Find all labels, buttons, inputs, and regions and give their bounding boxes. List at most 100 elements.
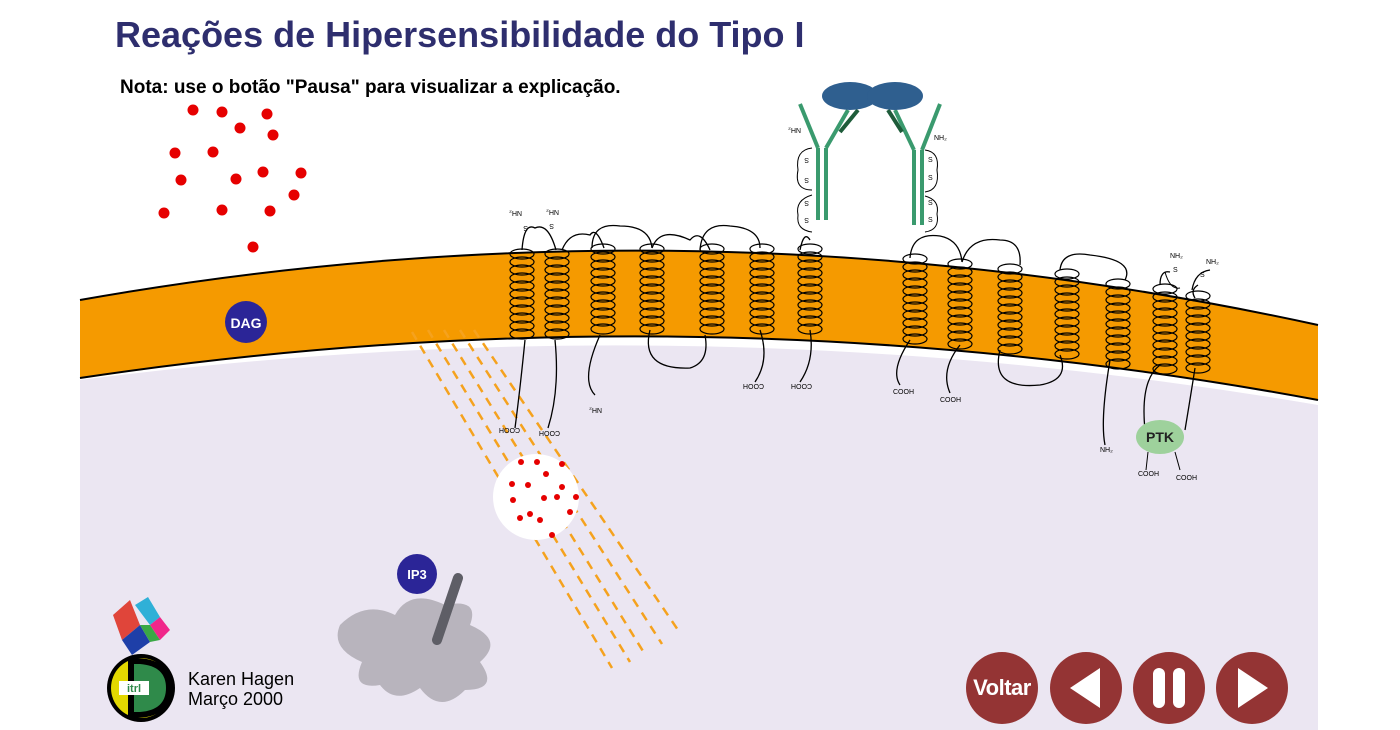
label-nh2-4: NH₂ (546, 208, 559, 215)
helix-coil (997, 335, 1023, 347)
helix-coil (1054, 308, 1080, 320)
helix-coil (947, 298, 973, 310)
mediator-dot (257, 166, 269, 178)
helix-coil (1152, 355, 1178, 367)
helix-coil (544, 296, 570, 308)
helix-coil (1054, 332, 1080, 344)
helix-coil (1105, 294, 1131, 306)
helix-coil (1185, 314, 1211, 326)
helix-coil (1054, 268, 1080, 280)
label-s-2: S (549, 222, 554, 229)
helix-coil (544, 280, 570, 292)
mediator-dot (158, 207, 170, 219)
membrane-outer-edge (79, 249, 1319, 326)
helix-coil (1185, 362, 1211, 374)
label-nh2-8: NH₂ (934, 135, 947, 142)
triangle-right-icon (1238, 668, 1268, 708)
helix-coil (902, 293, 928, 305)
helix-coil (797, 275, 823, 287)
ptk-label: PTK (1146, 429, 1174, 445)
author-name: Karen Hagen (188, 669, 295, 689)
helix-coil (947, 322, 973, 334)
mediator-dot (207, 146, 219, 158)
helix-coil (947, 338, 973, 350)
label-s-8: S (804, 216, 809, 223)
ip3-badge (397, 554, 437, 594)
helix-coil (1152, 315, 1178, 327)
helix-coil (509, 328, 535, 340)
helix-coil (749, 315, 775, 327)
vesicle-mediator-dot (567, 509, 573, 515)
helix-coil (1054, 276, 1080, 288)
label-cooh-7: COOH (1138, 471, 1159, 478)
helix-coil (902, 301, 928, 313)
ige-antibody-right (893, 103, 942, 225)
helix-coil (902, 325, 928, 337)
helix-coil (590, 267, 616, 279)
helix-coil (749, 283, 775, 295)
helix-coil (590, 323, 616, 335)
previous-button[interactable] (1050, 652, 1122, 724)
label-nh2-5: NH₂ (1170, 253, 1183, 260)
vesicle-mediator-dot (541, 495, 547, 501)
helix-coil (902, 285, 928, 297)
helix-coil (509, 296, 535, 308)
helix-coil (509, 256, 535, 268)
mediator-dot (234, 122, 246, 134)
helix-coil (590, 251, 616, 263)
ige-antibody-right-light-chain (886, 108, 904, 134)
back-button-label: Voltar (973, 675, 1031, 700)
helix-coil (699, 259, 725, 271)
mediator-dot (261, 108, 273, 120)
helix-coil (997, 303, 1023, 315)
helix-coil (1054, 300, 1080, 312)
label-cooh-8: COOH (1176, 475, 1197, 482)
label-s-11: S (928, 200, 933, 207)
helix-coil (699, 283, 725, 295)
helix-coil (749, 259, 775, 271)
antigen (822, 82, 923, 110)
label-nh2-2: NH₂ (1100, 447, 1113, 454)
next-button[interactable] (1216, 652, 1288, 724)
helix-coil (1105, 334, 1131, 346)
endoplasmic-reticulum (337, 598, 491, 703)
helix-coil (639, 267, 665, 279)
receptor-loops (514, 224, 1211, 446)
helix-coil (997, 287, 1023, 299)
helix-coil (639, 275, 665, 287)
mediator-dot (267, 129, 279, 141)
helix-coil (699, 251, 725, 263)
helix-coil (1185, 346, 1211, 358)
label-s-5: S (804, 156, 809, 163)
helix-coil (947, 306, 973, 318)
back-button[interactable]: Voltar (966, 652, 1038, 724)
helix-coil (947, 282, 973, 294)
label-s-6: S (804, 176, 809, 183)
helix-coil (590, 275, 616, 287)
helix-coil (749, 267, 775, 279)
vesicle-mediator-dot (509, 481, 515, 487)
helix-coil (902, 317, 928, 329)
vesicle-mediator-dot (510, 497, 516, 503)
helix-coil (1105, 302, 1131, 314)
helix-coil (1105, 318, 1131, 330)
ige-antibody-left (798, 103, 850, 220)
helix-coil (1185, 354, 1211, 366)
helix-coil (509, 312, 535, 324)
helix-coil (797, 299, 823, 311)
helix-coil (699, 275, 725, 287)
helix-coil (997, 311, 1023, 323)
helix-coil (1152, 291, 1178, 303)
mediator-dot (230, 173, 242, 185)
helix-coil (749, 251, 775, 263)
label-cooh-1: COOH (499, 426, 520, 433)
helix-coil (639, 299, 665, 311)
helix-coil (509, 288, 535, 300)
helix-coil (797, 243, 823, 255)
pause-button[interactable] (1133, 652, 1205, 724)
ptk-enzyme (1136, 420, 1184, 454)
vesicle-mediator-dot (559, 484, 565, 490)
mediator-dot (264, 205, 276, 217)
mediator-dot (247, 241, 259, 253)
